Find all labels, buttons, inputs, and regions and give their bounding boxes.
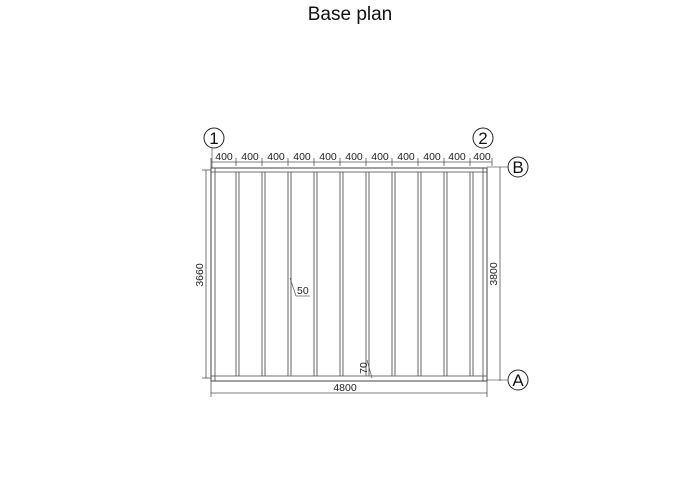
spacing-label: 400 — [423, 151, 441, 163]
top-dimension-chain: 400 400 400 400 400 400 400 400 400 400 … — [210, 151, 493, 168]
joist-section-callout: 50 — [289, 277, 310, 297]
right-dimension: 3800 — [488, 167, 501, 381]
page-title: Base plan — [307, 4, 393, 25]
axis-label: A — [512, 371, 524, 390]
grid-axis-a: A — [487, 369, 529, 391]
frame — [210, 167, 488, 382]
beam-section-callout: 70 — [358, 359, 373, 379]
width-label: 4800 — [333, 382, 357, 394]
axis-label: B — [512, 158, 523, 177]
spacing-label: 400 — [448, 151, 466, 163]
spacing-label: 400 — [319, 151, 337, 163]
section-label: 70 — [358, 362, 370, 374]
joists — [235, 172, 474, 376]
left-dimension: 3660 — [194, 169, 211, 379]
spacing-label: 400 — [293, 151, 311, 163]
spacing-label: 400 — [345, 151, 363, 163]
height-label: 3800 — [488, 262, 500, 286]
grid-axis-b: B — [487, 156, 529, 178]
axis-label: 2 — [478, 129, 487, 148]
bottom-dimension: 4800 — [210, 381, 488, 397]
spacing-label: 400 — [241, 151, 259, 163]
grid-axis-2: 2 — [472, 127, 494, 149]
axis-label: 1 — [209, 129, 218, 148]
spacing-label: 400 — [215, 151, 233, 163]
spacing-label: 400 — [397, 151, 415, 163]
height-label: 3660 — [194, 263, 206, 287]
spacing-label: 400 — [371, 151, 389, 163]
spacing-label: 400 — [473, 151, 491, 163]
grid-axis-1: 1 — [203, 127, 225, 168]
spacing-label: 400 — [267, 151, 285, 163]
section-label: 50 — [297, 285, 309, 297]
